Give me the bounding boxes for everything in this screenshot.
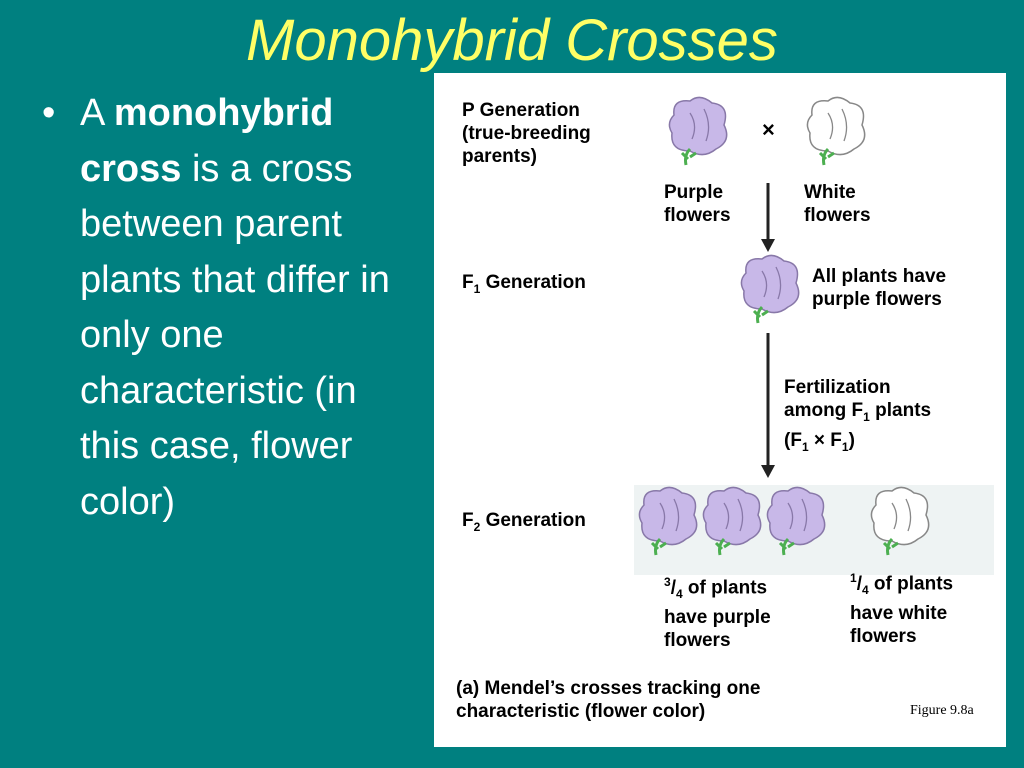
bullet-lead: A bbox=[80, 92, 114, 134]
f1-generation-label: F1 Generation bbox=[462, 272, 586, 296]
figure-credit: Figure 9.8a bbox=[910, 703, 974, 718]
p-generation-label: P Generation (true-breeding parents) bbox=[462, 100, 591, 167]
white-flowers-label: White flowers bbox=[804, 182, 871, 226]
purple-flowers-label: Purple flowers bbox=[664, 182, 731, 226]
f2-purple-flower-icon-3 bbox=[766, 486, 826, 556]
bullet-marker: • bbox=[42, 92, 56, 134]
f1-purple-flower-icon bbox=[740, 254, 800, 324]
f1-result-label: All plants have purple flowers bbox=[812, 266, 947, 310]
cross-symbol: × bbox=[762, 117, 775, 142]
figure-panel: P Generation (true-breeding parents) × P… bbox=[434, 73, 1006, 747]
fertilization-label: Fertilization among F1 plants (F1 × F1) bbox=[784, 377, 932, 454]
f2-generation-label: F2 Generation bbox=[462, 510, 586, 534]
white-flower-icon bbox=[806, 96, 866, 166]
slide-title: Monohybrid Crosses bbox=[246, 8, 778, 73]
one-quarter-label: 1/4 of plants have white flowers bbox=[850, 571, 954, 648]
bullet-bold-term: monohybrid cross bbox=[80, 92, 334, 190]
bullet-text: A monohybrid cross is a cross between pa… bbox=[80, 86, 400, 530]
f2-purple-flower-icon-2 bbox=[702, 486, 762, 556]
three-quarters-label: 3/4 of plants have purple flowers bbox=[664, 575, 771, 652]
arrow-down-icon-2 bbox=[761, 333, 775, 478]
f2-purple-flower-icon-1 bbox=[638, 486, 698, 556]
purple-flower-icon bbox=[668, 96, 728, 166]
figure-caption: (a) Mendel’s crosses tracking one charac… bbox=[456, 678, 761, 722]
arrow-down-icon bbox=[761, 183, 775, 252]
bullet-rest: is a cross between parent plants that di… bbox=[80, 147, 390, 523]
f2-white-flower-icon bbox=[870, 486, 930, 556]
